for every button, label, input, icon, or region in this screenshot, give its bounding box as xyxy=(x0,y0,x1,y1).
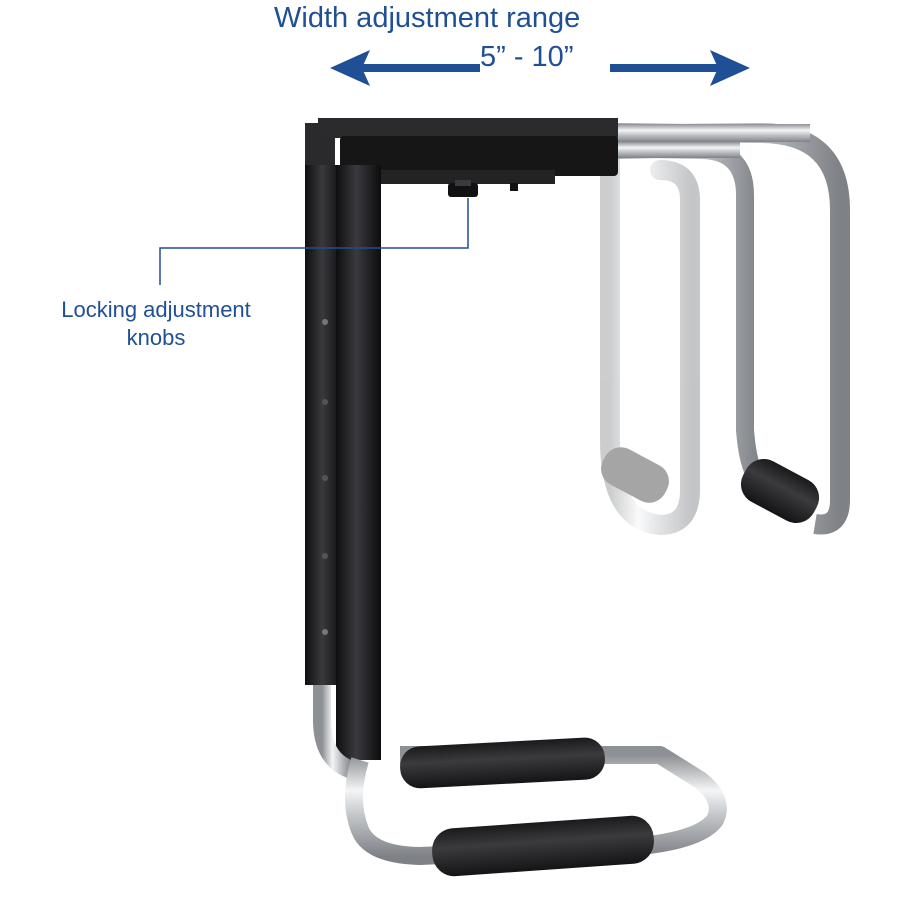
ghost-arm xyxy=(600,150,700,536)
arrow-left-icon xyxy=(330,50,480,86)
callout-label: Locking adjustment knobs xyxy=(36,296,276,352)
arrow-right-icon xyxy=(610,50,750,86)
callout-label-line1: Locking adjustment xyxy=(61,297,251,322)
width-range-value: 5” - 10” xyxy=(480,41,574,73)
width-range-title: Width adjustment range xyxy=(274,2,581,34)
callout-label-line2: knobs xyxy=(126,325,186,350)
